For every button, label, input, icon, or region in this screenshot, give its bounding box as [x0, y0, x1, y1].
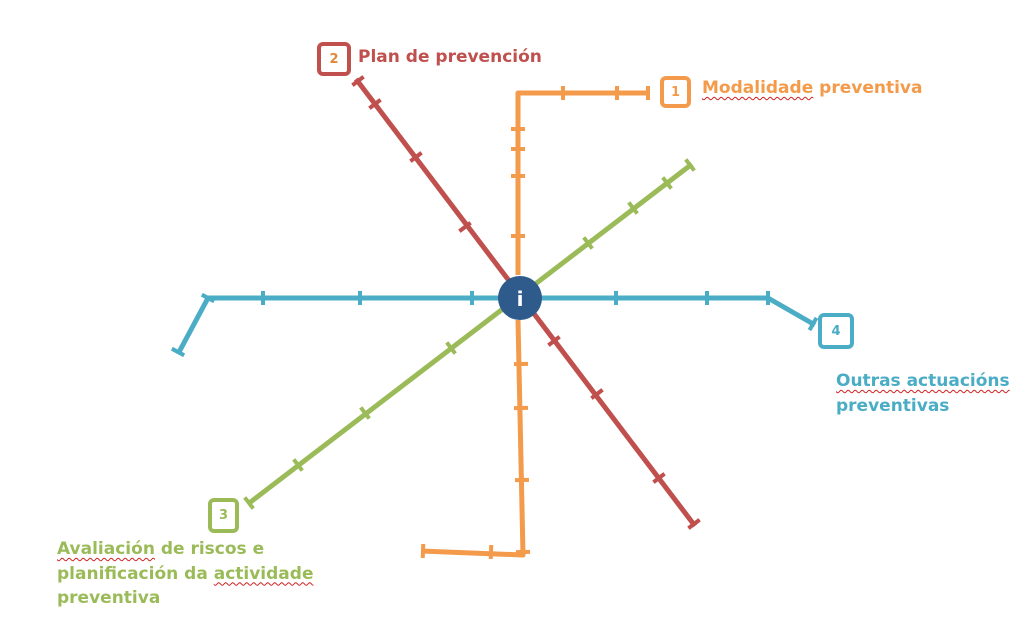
- line-2-tick-5: [547, 335, 561, 347]
- label-modalidade-preventiva: Modalidade preventiva: [702, 76, 922, 101]
- line-3-tick-8: [684, 158, 696, 172]
- line-2-tick-3: [409, 151, 423, 163]
- line-3-tick-6: [627, 201, 639, 215]
- line-1-segment-1: [515, 90, 650, 275]
- line-3-tick-3: [359, 406, 371, 420]
- line-3-tick-1: [243, 496, 255, 510]
- label-4-line-1: Outras actuacións: [836, 369, 1010, 394]
- line-4-tick-1: [170, 346, 186, 358]
- label-3-text-run: Avaliación: [57, 539, 155, 559]
- line-3-tick-4: [445, 341, 457, 355]
- badge-2: 2: [317, 42, 351, 76]
- line-2-tick-8: [687, 518, 701, 530]
- label-3-line-1: Avaliación de riscos e: [57, 537, 313, 562]
- label-1-text-run: preventiva: [813, 78, 923, 98]
- line-3-tick-5: [582, 236, 594, 250]
- label-4-text-run: preventivas: [836, 395, 950, 416]
- label-3-text-run: de riscos e: [154, 539, 265, 559]
- line-4-tick-2: [200, 292, 216, 304]
- badge-2-number: 2: [329, 51, 339, 67]
- line-3-segment-1: [246, 162, 694, 506]
- line-2-tick-7: [652, 472, 666, 484]
- label-outras-actuacions: Outras actuacións preventivas: [836, 369, 1010, 418]
- badge-4: 4: [818, 313, 854, 349]
- label-4-line-2: preventivas: [836, 394, 1010, 419]
- line-1-tick-13: [420, 543, 426, 559]
- badge-3-number: 3: [218, 508, 229, 523]
- label-3-line-2: planificación da actividade: [57, 562, 313, 587]
- line-4-tick-9: [807, 316, 819, 332]
- label-3-text-run: actividade: [213, 563, 314, 584]
- badge-4-number: 4: [831, 323, 841, 339]
- line-2-tick-6: [590, 388, 604, 400]
- label-3-text-run: preventiva: [57, 588, 161, 609]
- badge-3: 3: [208, 498, 239, 533]
- line-3-tick-7: [661, 176, 673, 190]
- label-1-text-run: Modalidade: [702, 78, 814, 98]
- label-3-text-run: planificación da: [57, 563, 214, 584]
- label-1-line-1: Modalidade preventiva: [702, 76, 922, 101]
- line-1-segment-2: [420, 319, 526, 558]
- badge-1-number: 1: [670, 84, 681, 100]
- line-3-tick-2: [292, 458, 304, 472]
- label-4-text-run: Outras actuacións: [836, 371, 1010, 391]
- line-2-tick-2: [368, 98, 382, 110]
- center-hub-circle: [498, 276, 542, 320]
- label-2-line-1: Plan de prevención: [358, 45, 542, 70]
- label-plan-de-prevencion: Plan de prevención: [358, 45, 542, 70]
- center-hub-label: i: [517, 287, 524, 311]
- line-2-tick-4: [458, 221, 472, 233]
- badge-1: 1: [660, 76, 691, 108]
- line-2-tick-1: [351, 75, 365, 87]
- line-4-segment-1: [175, 295, 817, 356]
- line-1-tick-12: [488, 544, 494, 560]
- label-2-text-run: Plan de prevención: [358, 47, 542, 67]
- label-3-line-3: preventiva: [57, 586, 313, 611]
